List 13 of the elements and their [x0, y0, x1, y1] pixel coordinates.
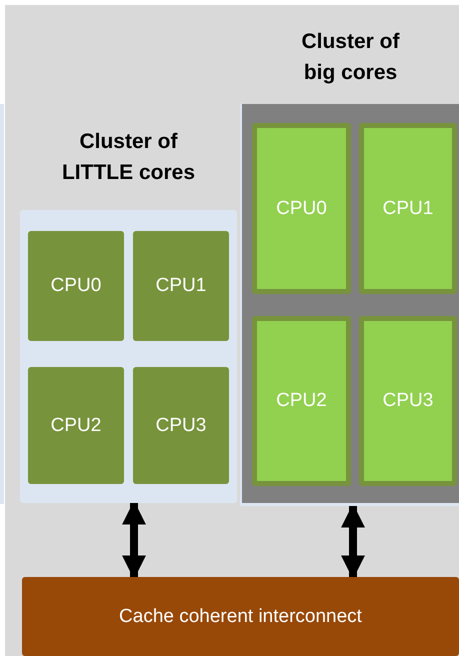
cluster-heading: Cluster of LITTLE cores	[60, 129, 196, 186]
cpu-core-box: CPU2	[28, 367, 124, 484]
cpu-core-box: CPU1	[133, 231, 229, 341]
cpu-core-box: CPU3	[133, 367, 229, 484]
double-arrow	[341, 504, 365, 580]
cpu-core-box: CPU0	[252, 123, 351, 294]
cluster-heading: Cluster of big cores	[300, 29, 400, 86]
cpu-core-box: CPU2	[252, 316, 351, 486]
cpu-core-box: CPU1	[359, 123, 457, 294]
cpu-core-box: CPU3	[359, 316, 457, 486]
interconnect-bar: Cache coherent interconnect	[22, 577, 459, 656]
double-arrow	[122, 500, 146, 580]
cpu-core-box: CPU0	[28, 231, 124, 341]
